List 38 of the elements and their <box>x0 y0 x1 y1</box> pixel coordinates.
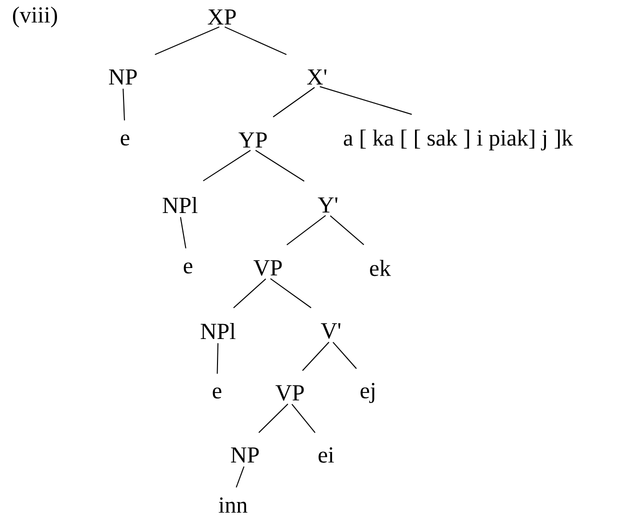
tree-branch <box>202 150 251 182</box>
tree-label: NP <box>230 447 259 463</box>
tree-label: NPl <box>200 323 236 339</box>
tree-label: e <box>184 262 192 274</box>
tree-branch <box>332 342 357 370</box>
tree-label: e <box>120 134 130 146</box>
tree-branch <box>154 26 220 56</box>
tree-branch <box>255 150 305 182</box>
tree-label: inn <box>218 497 248 513</box>
example-number: (viii) <box>13 6 57 28</box>
tree-label: a [ ka [ [ sak ] i piak] j ]k <box>344 130 573 150</box>
tree-label: VP <box>276 385 304 401</box>
tree-label: YP <box>238 132 267 148</box>
tree-label: V' <box>320 323 340 339</box>
tree-branch <box>180 216 186 249</box>
tree-label: XP <box>208 9 236 25</box>
tree-branch <box>224 26 287 56</box>
tree-branch <box>216 342 218 374</box>
tree-label: NP <box>108 69 137 85</box>
tree-branch <box>233 278 266 308</box>
tree-branch <box>291 404 316 434</box>
tree-label: ej <box>360 382 374 404</box>
tree-label: ek <box>370 260 391 276</box>
tree-branch <box>122 88 125 121</box>
tree-branch <box>258 404 288 434</box>
tree-label: X' <box>307 69 326 85</box>
tree-branch <box>236 466 244 488</box>
tree-branch <box>270 278 312 308</box>
tree-label: NPl <box>162 197 198 213</box>
tree-branch <box>319 86 412 115</box>
tree-branch <box>286 215 326 246</box>
tree-branch <box>272 86 316 118</box>
tree-label: Y' <box>318 197 338 213</box>
tree-label: VP <box>254 260 282 276</box>
tree-branch <box>330 215 364 246</box>
tree-branch <box>302 342 330 372</box>
tree-label: e <box>212 387 222 399</box>
tree-label: ei <box>318 447 334 463</box>
